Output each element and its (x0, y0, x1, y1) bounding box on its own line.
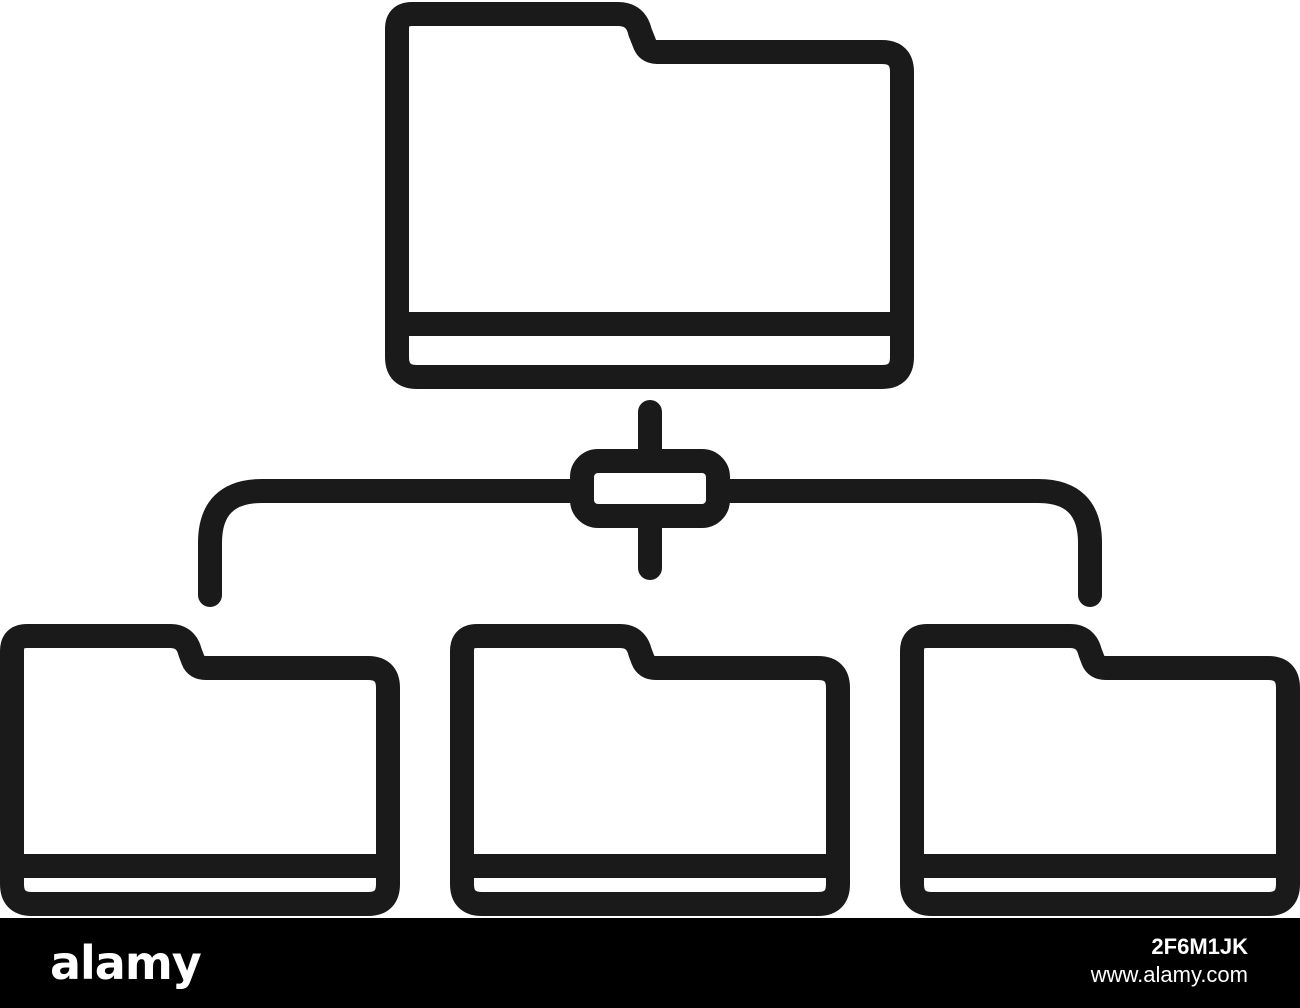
branch-right-line (706, 479, 1102, 607)
child-folder-middle-icon (450, 624, 850, 916)
hub-node (570, 449, 730, 528)
branch-left-line (198, 479, 594, 607)
parent-folder-icon (385, 2, 914, 389)
footer-meta: 2F6M1JK www.alamy.com (1091, 934, 1248, 990)
brand-logo: alamy (50, 936, 202, 990)
folder-network-icon (0, 2, 1300, 916)
child-folder-right-icon (900, 624, 1300, 916)
watermark-footer: alamy 2F6M1JK www.alamy.com (0, 918, 1300, 1008)
parent-folder-outline (385, 2, 914, 389)
child-folder-right-outline (900, 624, 1300, 916)
image-id: 2F6M1JK (1151, 934, 1248, 959)
child-folder-middle-outline (450, 624, 850, 916)
child-folder-left-icon (0, 624, 400, 916)
child-folder-left-outline (0, 624, 400, 916)
site-url: www.alamy.com (1090, 962, 1248, 987)
